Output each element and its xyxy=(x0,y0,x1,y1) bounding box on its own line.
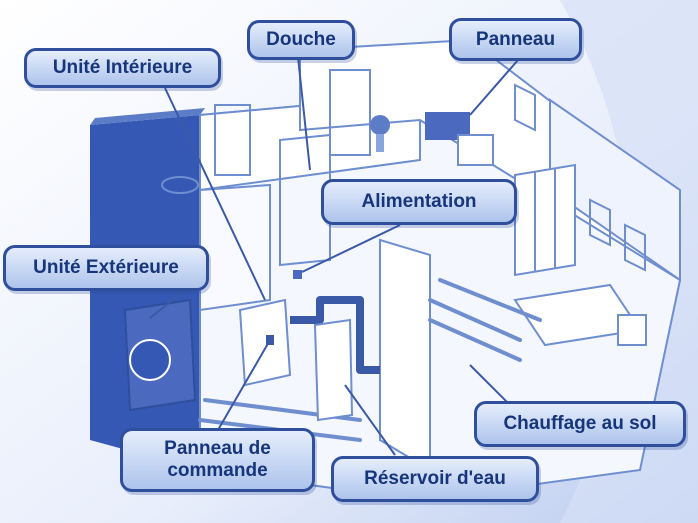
floor-heating-pipes xyxy=(198,278,542,442)
line-water-tank xyxy=(344,384,396,456)
connection-pipe xyxy=(290,296,380,374)
line-indoor-unit xyxy=(164,87,266,301)
side-wall-right xyxy=(549,98,681,282)
label-control-panel-line2: commande xyxy=(167,460,268,481)
chair xyxy=(457,134,494,166)
label-outdoor-unit: Unité Extérieure xyxy=(3,245,209,291)
window-right-3 xyxy=(624,223,646,272)
bathroom-window xyxy=(214,104,251,176)
window-right-1 xyxy=(514,83,536,132)
label-floor-heating: Chauffage au sol xyxy=(474,401,686,447)
line-panel xyxy=(469,59,519,116)
water-tank-box xyxy=(313,318,354,422)
wardrobe xyxy=(514,163,576,277)
label-control-panel-line1: Panneau de xyxy=(164,438,271,459)
window-right-2 xyxy=(589,198,611,247)
line-power-supply xyxy=(301,224,401,273)
label-panel: Panneau xyxy=(449,18,582,61)
bathroom-wall xyxy=(199,183,271,312)
washbasin xyxy=(161,176,199,194)
label-power-supply: Alimentation xyxy=(321,179,517,225)
label-water-tank: Réservoir d'eau xyxy=(331,456,539,502)
outdoor-unit-fan xyxy=(129,339,171,381)
back-door xyxy=(329,69,371,156)
label-control-panel: Panneau de commande xyxy=(120,428,315,492)
background-swoosh xyxy=(560,0,698,523)
label-indoor-unit: Unité Intérieure xyxy=(24,48,221,88)
line-shower xyxy=(297,56,311,171)
nightstand xyxy=(617,314,647,346)
callout-lines xyxy=(149,56,521,456)
power-outlet xyxy=(293,270,302,279)
plant xyxy=(370,115,390,135)
line-control-panel xyxy=(217,339,271,431)
middle-wall xyxy=(379,238,431,472)
shower-cabin xyxy=(279,133,331,267)
label-shower: Douche xyxy=(247,20,355,60)
plant-pot xyxy=(376,134,384,152)
indoor-unit-box xyxy=(238,298,292,387)
